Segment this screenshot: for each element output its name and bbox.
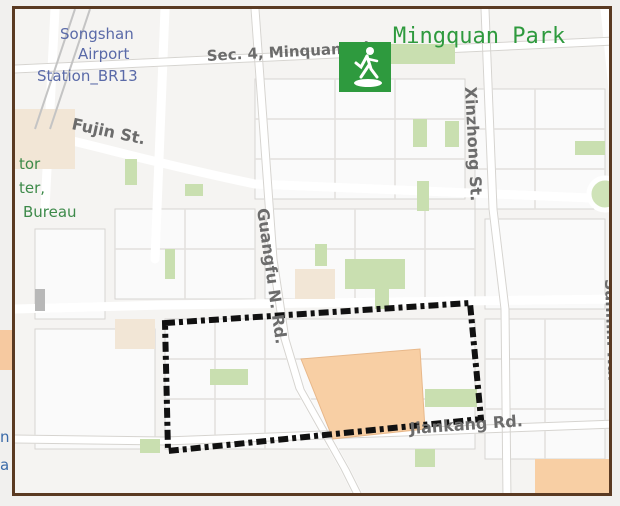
station-label-line1: Songshan [60,25,134,43]
partial-label-bureau: Bureau [23,203,77,221]
hiking-person-icon [354,47,382,87]
park-marker[interactable] [339,42,391,92]
small-building [35,289,45,311]
road-label-sanmin: Sanmin Rd. [601,278,612,381]
station-label-line2: Airport [78,45,129,63]
partial-label-tor: tor [19,155,41,173]
park-label: Mingquan Park [393,24,565,49]
station-label-line3: Station_BR13 [37,67,138,86]
partial-label-n: n [0,428,10,446]
partial-label-ter: ter, [19,179,45,197]
partial-label-a: a [0,456,9,474]
study-area-boundary[interactable] [161,299,485,455]
map-frame[interactable]: Songshan Airport Station_BR13 Sec. 4, Mi… [12,6,612,496]
map-canvas[interactable]: Songshan Airport Station_BR13 Sec. 4, Mi… [15,9,612,496]
